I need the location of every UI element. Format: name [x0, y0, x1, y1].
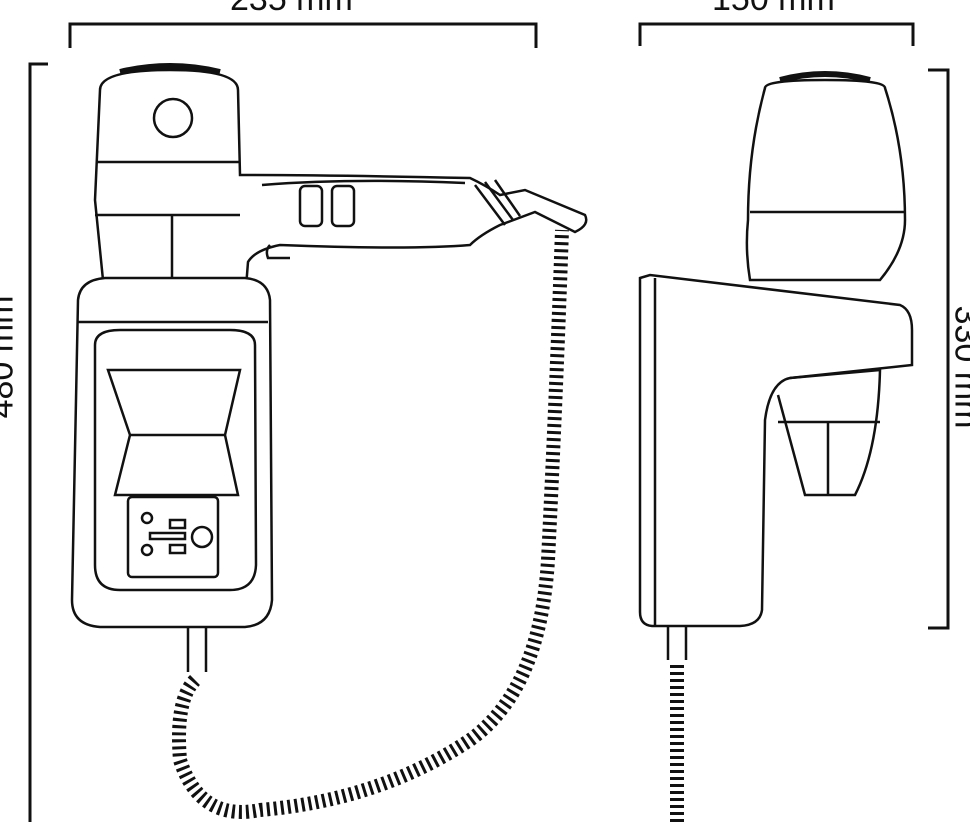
side-view: [638, 71, 914, 822]
dimension-lines: [28, 22, 950, 822]
side-width-label: 150 mm: [712, 0, 835, 16]
coiled-cord: [172, 229, 569, 819]
front-view: [70, 63, 588, 819]
front-width-label: 235 mm: [230, 0, 353, 16]
